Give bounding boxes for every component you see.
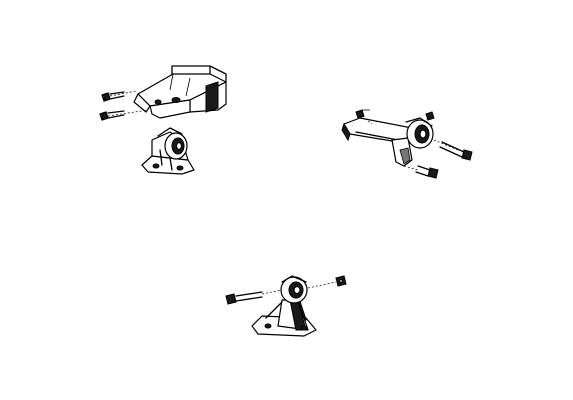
left-mount [141, 127, 195, 175]
upper-left-bracket [133, 65, 227, 119]
right-mount-bolts [355, 109, 473, 179]
lower-mount-bolt [225, 289, 283, 305]
lower-mount-nut [307, 275, 347, 289]
upper-left-bolts [99, 90, 149, 121]
right-mount-assembly [341, 109, 434, 167]
lower-mount [251, 275, 317, 337]
